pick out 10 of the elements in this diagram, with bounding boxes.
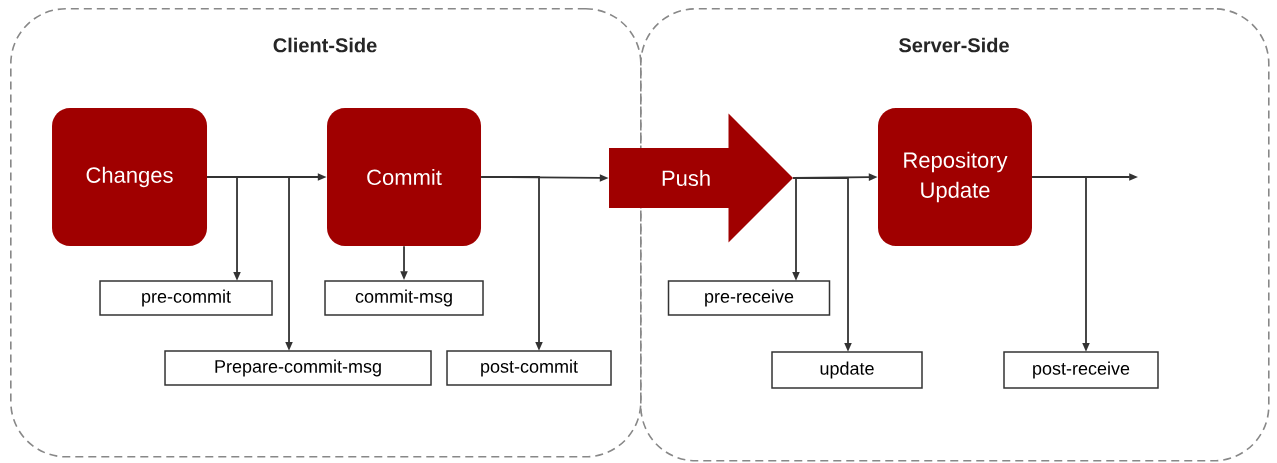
hook-box: commit-msg xyxy=(324,280,484,316)
process-box: Commit xyxy=(327,108,481,246)
process-box: Changes xyxy=(52,108,207,246)
hook-box: pre-commit xyxy=(99,280,273,316)
hook-box: post-receive xyxy=(1003,351,1159,389)
hook-box: Prepare-commit-msg xyxy=(164,350,432,386)
hook-box: post-commit xyxy=(446,350,612,386)
process-box: Repository Update xyxy=(878,108,1032,246)
hook-box: pre-receive xyxy=(667,280,831,316)
hook-box: update xyxy=(771,351,923,389)
